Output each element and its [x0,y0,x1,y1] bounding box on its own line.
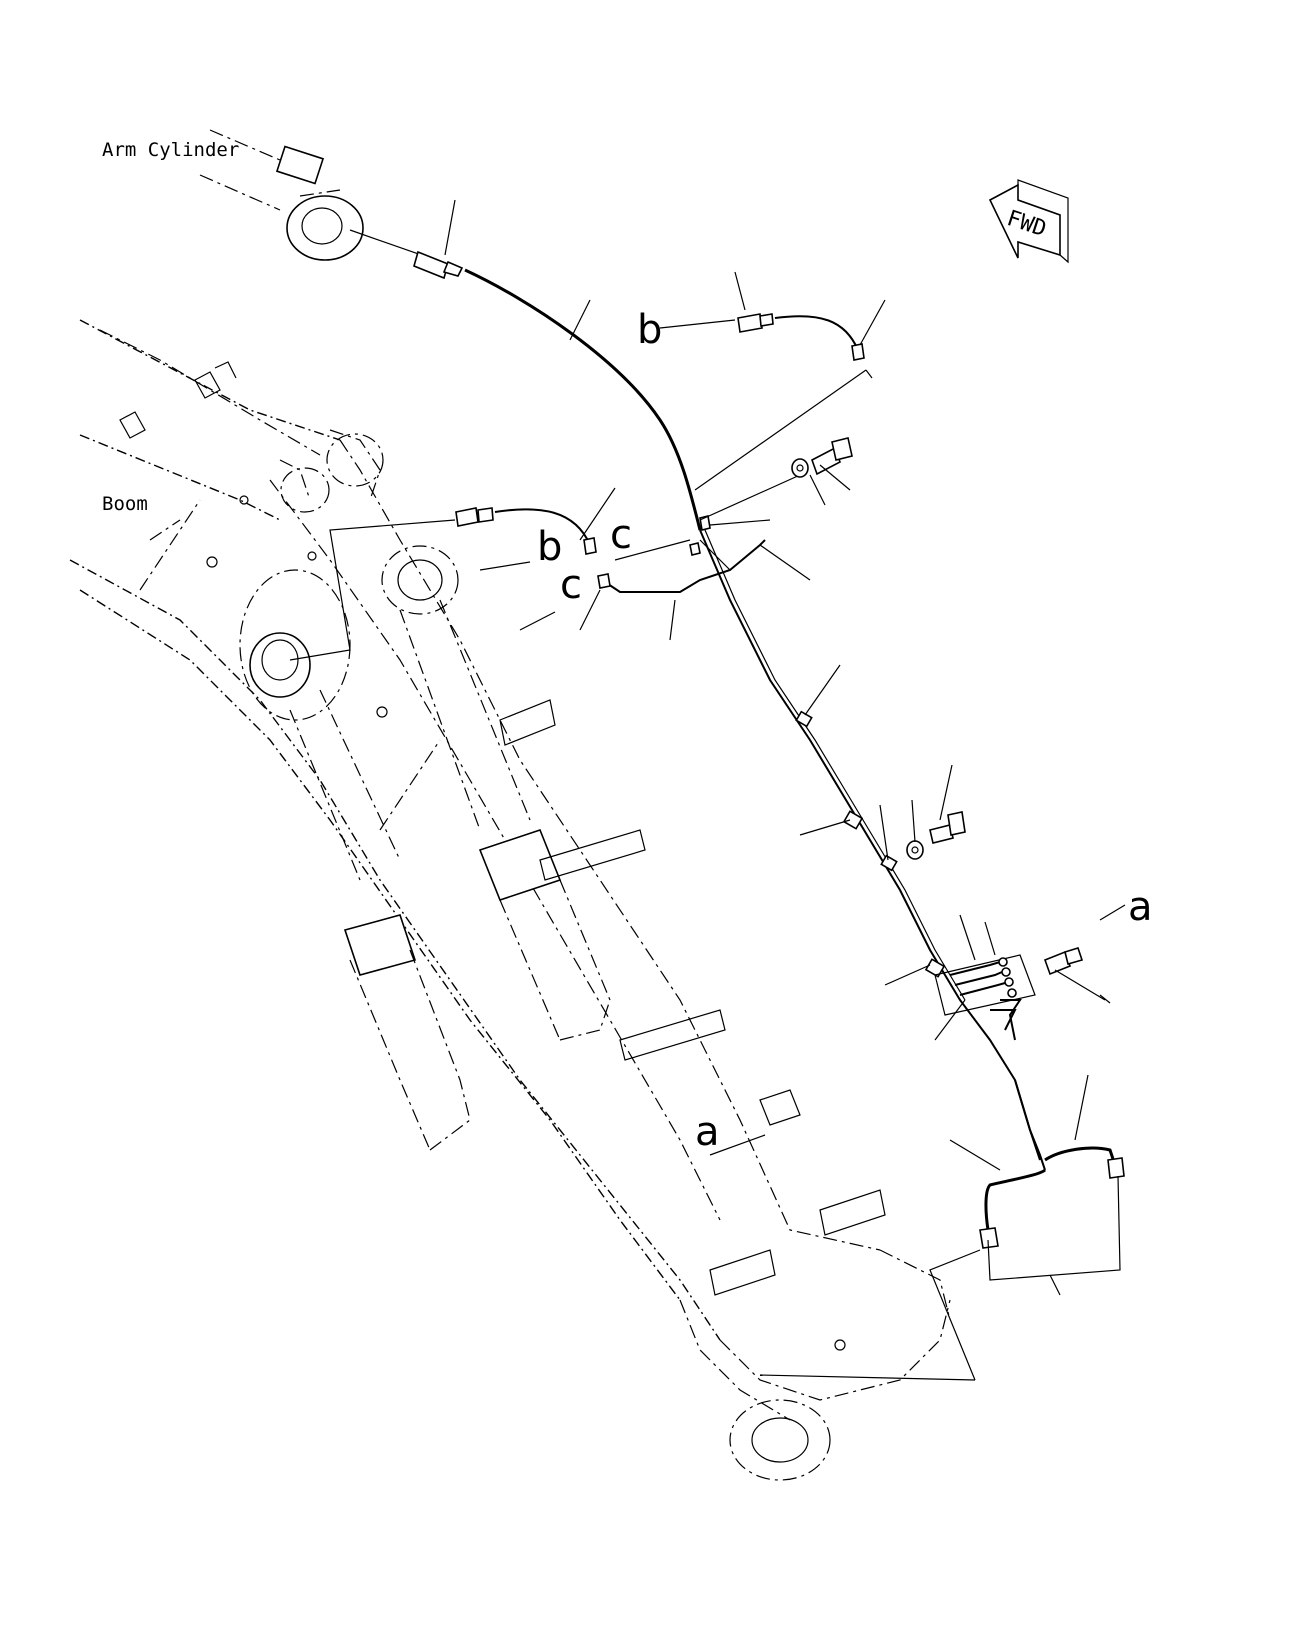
ref-a-right: a [1128,884,1153,930]
arm-cylinder-label: Arm Cylinder [102,139,239,161]
boom-brackets [119,361,886,1351]
ref-c-lower: c [560,562,582,608]
leader-lines [444,199,1126,1381]
fwd-arrow-icon: FWD [988,179,1069,264]
ref-c-upper: c [610,512,632,558]
main-hose-route [349,229,1041,1161]
ref-b-middle: b [537,524,562,570]
manifold-block [934,954,1036,1041]
arm-cylinder-drawing [199,129,364,261]
boom-label: Boom [102,493,148,515]
lower-hose-assembly [979,1079,1125,1281]
ref-a-boom: a [695,1109,720,1155]
upper-b-fitting [694,313,873,491]
boom-outline [69,319,951,1481]
boom-cylinders [239,545,611,1151]
middle-b-fitting [289,507,597,661]
ref-b-top: b [637,307,662,353]
bolts-washers [791,437,966,860]
right-a-fitting [1043,947,1106,1001]
